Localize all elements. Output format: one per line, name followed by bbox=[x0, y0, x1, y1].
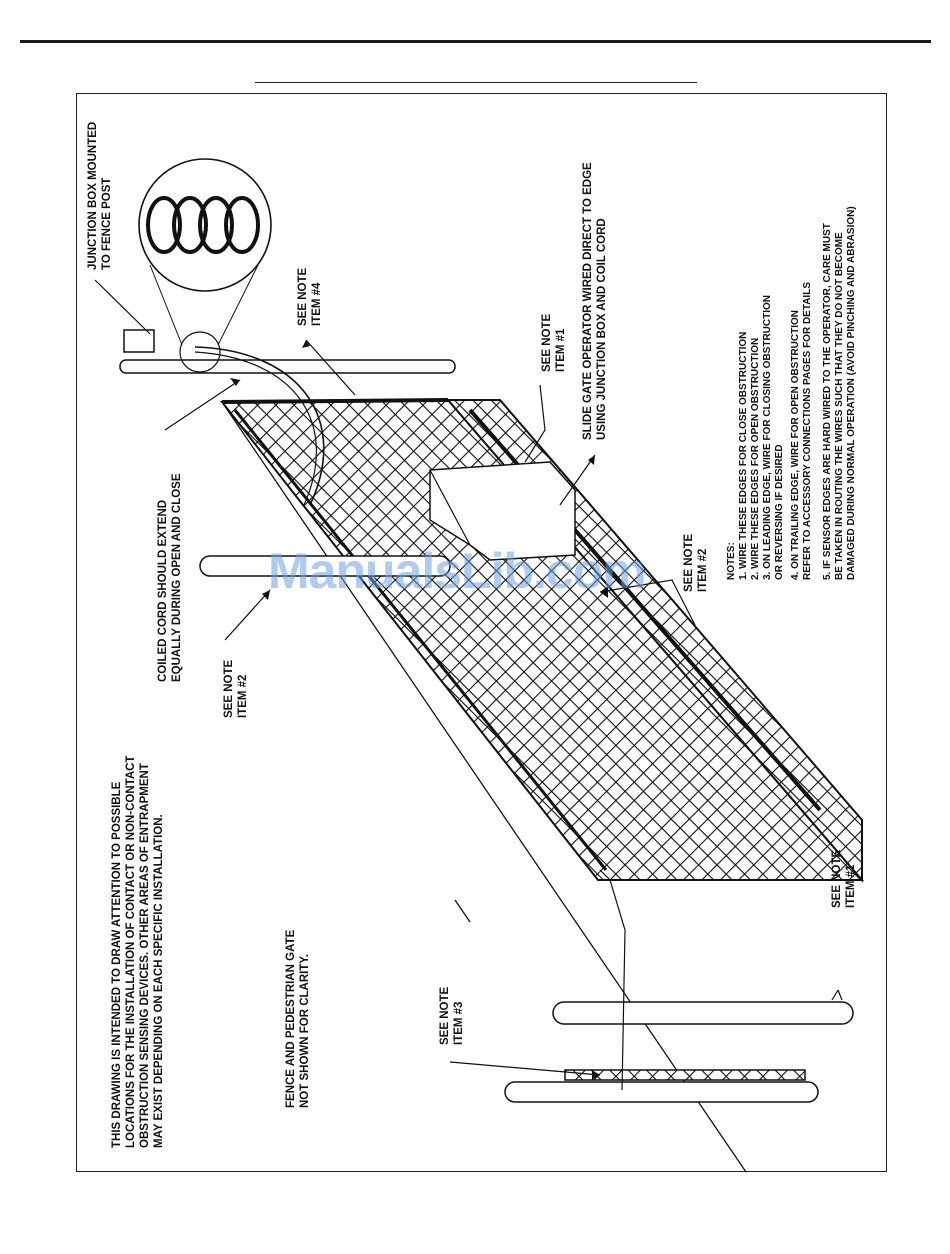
svg-text:EQUALLY DURING OPEN AND CLOSE: EQUALLY DURING OPEN AND CLOSE bbox=[171, 473, 183, 682]
svg-text:ITEM #2: ITEM #2 bbox=[697, 549, 709, 592]
svg-text:SEE NOTE: SEE NOTE bbox=[297, 268, 309, 326]
gate-bottom-rail bbox=[233, 409, 608, 871]
coil-detail-icon bbox=[146, 196, 260, 254]
see-note-1-bottom-label: SEE NOTE ITEM #1 bbox=[831, 850, 857, 908]
svg-text:SEE NOTE: SEE NOTE bbox=[223, 660, 235, 718]
svg-text:3. ON LEADING EDGE, WIRE FOR C: 3. ON LEADING EDGE, WIRE FOR CLOSING OBS… bbox=[762, 295, 773, 580]
notes-block: NOTES: 1. WIRE THESE EDGES FOR CLOSE OBS… bbox=[726, 206, 857, 580]
svg-text:ITEM #1: ITEM #1 bbox=[555, 328, 567, 372]
fence-posts bbox=[119, 359, 854, 1103]
drawing-frame bbox=[76, 93, 887, 1172]
see-note-4-label: SEE NOTE ITEM #4 bbox=[297, 268, 323, 326]
svg-text:SEE NOTE: SEE NOTE bbox=[541, 314, 553, 372]
svg-text:DAMAGED DURING NORMAL OPERATIO: DAMAGED DURING NORMAL OPERATION (AVOID P… bbox=[846, 206, 857, 580]
fence-line bbox=[221, 401, 747, 1173]
svg-text:ITEM #2: ITEM #2 bbox=[237, 675, 249, 718]
svg-text:5. IF SENSOR EDGES ARE HARD WI: 5. IF SENSOR EDGES ARE HARD WIRED TO THE… bbox=[822, 223, 833, 580]
svg-text:NOT SHOWN FOR CLARITY.: NOT SHOWN FOR CLARITY. bbox=[299, 954, 311, 1108]
svg-text:FENCE AND PEDESTRIAN GATE: FENCE AND PEDESTRIAN GATE bbox=[285, 929, 297, 1108]
see-note-2-right-label: SEE NOTE ITEM #2 bbox=[683, 534, 709, 592]
sensor-edge-top bbox=[221, 398, 449, 404]
svg-text:MAY EXIST DEPENDING ON EACH SP: MAY EXIST DEPENDING ON EACH SPECIFIC INS… bbox=[153, 814, 165, 1148]
see-note-3-label: SEE NOTE ITEM #3 bbox=[439, 987, 465, 1045]
svg-text:THIS DRAWING IS INTENDED TO DR: THIS DRAWING IS INTENDED TO DRAW ATTENTI… bbox=[111, 781, 123, 1148]
leader-lines bbox=[94, 279, 843, 1091]
svg-text:SEE NOTE: SEE NOTE bbox=[831, 850, 843, 908]
title-underline bbox=[255, 82, 697, 83]
svg-text:TO FENCE POST: TO FENCE POST bbox=[101, 178, 113, 270]
arrowheads bbox=[230, 340, 608, 1080]
detail-callout-circle bbox=[179, 331, 221, 373]
svg-text:ITEM #4: ITEM #4 bbox=[311, 282, 323, 326]
bottom-mesh-strip bbox=[564, 1069, 806, 1081]
svg-text:BE TAKEN IN ROUTING THE WIRES: BE TAKEN IN ROUTING THE WIRES SUCH THAT … bbox=[834, 232, 845, 580]
header-rule bbox=[20, 40, 931, 43]
svg-text:USING JUNCTION BOX AND COIL CO: USING JUNCTION BOX AND COIL CORD bbox=[596, 218, 608, 440]
slide-gate-label: SLIDE GATE OPERATOR WIRED DIRECT TO EDGE… bbox=[582, 162, 608, 440]
svg-text:4. ON TRAILING EDGE, WIRE FOR: 4. ON TRAILING EDGE, WIRE FOR OPEN OBSTR… bbox=[790, 310, 801, 580]
fence-leader bbox=[454, 899, 471, 923]
svg-text:ITEM #1: ITEM #1 bbox=[845, 864, 857, 908]
coil-cord bbox=[194, 346, 325, 506]
svg-text:2. WIRE THESE EDGES FOR OPEN O: 2. WIRE THESE EDGES FOR OPEN OBSTRUCTION bbox=[750, 338, 761, 580]
svg-text:SLIDE GATE OPERATOR WIRED DIRE: SLIDE GATE OPERATOR WIRED DIRECT TO EDGE bbox=[582, 162, 594, 440]
svg-text:OBSTRUCTION SENSING DEVICES. O: OBSTRUCTION SENSING DEVICES. OTHER AREAS… bbox=[139, 763, 151, 1148]
coiled-cord-label: COILED CORD SHOULD EXTEND EQUALLY DURING… bbox=[157, 473, 183, 682]
svg-text:SEE NOTE: SEE NOTE bbox=[683, 534, 695, 592]
see-note-2-left-label: SEE NOTE ITEM #2 bbox=[223, 660, 249, 718]
intro-text: THIS DRAWING IS INTENDED TO DRAW ATTENTI… bbox=[111, 756, 165, 1148]
fence-note: FENCE AND PEDESTRIAN GATE NOT SHOWN FOR … bbox=[285, 929, 311, 1108]
see-note-1-top-label: SEE NOTE ITEM #1 bbox=[541, 314, 567, 372]
junction-box bbox=[123, 329, 155, 353]
svg-text:JUNCTION BOX MOUNTED: JUNCTION BOX MOUNTED bbox=[87, 122, 99, 270]
junction-box-label: JUNCTION BOX MOUNTED TO FENCE POST bbox=[87, 122, 113, 270]
svg-text:1. WIRE THESE EDGES FOR CLOSE: 1. WIRE THESE EDGES FOR CLOSE OBSTRUCTIO… bbox=[738, 332, 749, 580]
svg-text:LOCATIONS FOR THE INSTALLATION: LOCATIONS FOR THE INSTALLATION OF CONTAC… bbox=[125, 756, 137, 1148]
svg-text:SEE NOTE: SEE NOTE bbox=[439, 987, 451, 1045]
svg-text:REFER TO ACCESSORY CONNECTIONS: REFER TO ACCESSORY CONNECTIONS PAGES FOR… bbox=[802, 282, 813, 580]
svg-text:OR REVERSING IF DESIRED: OR REVERSING IF DESIRED bbox=[774, 444, 785, 580]
watermark-text: ManualsLib.com bbox=[268, 543, 647, 599]
svg-text:COILED CORD SHOULD EXTEND: COILED CORD SHOULD EXTEND bbox=[157, 500, 169, 682]
svg-text:NOTES:: NOTES: bbox=[726, 542, 737, 580]
svg-text:ITEM #3: ITEM #3 bbox=[453, 1002, 465, 1045]
